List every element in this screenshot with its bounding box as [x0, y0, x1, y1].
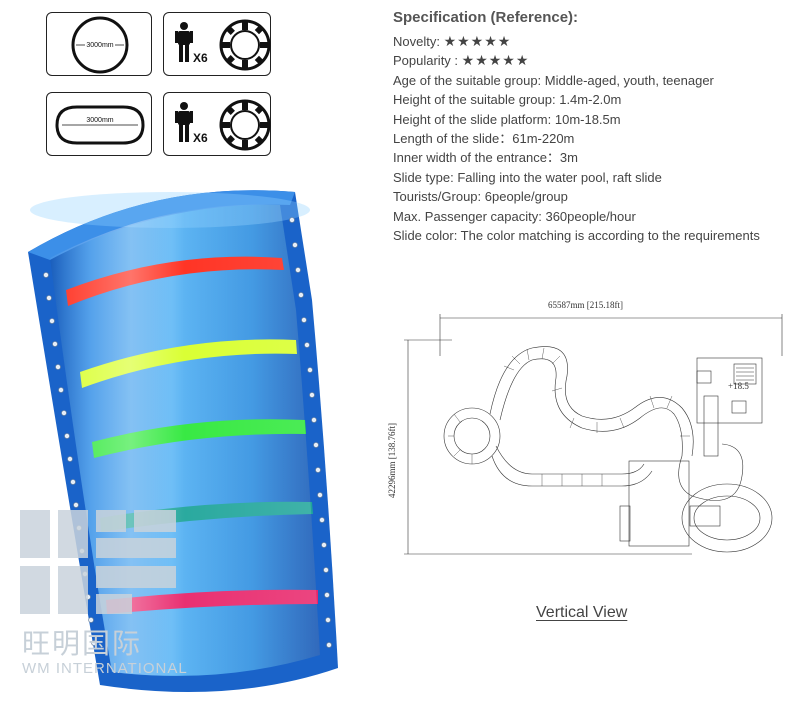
- round-ring-icon: 3000mm: [71, 16, 129, 74]
- spec-line: Popularity : ★★★★★: [393, 51, 798, 70]
- spec-line: Inner width of the entrance：3m: [393, 148, 798, 167]
- spec-line: Tourists/Group: 6people/group: [393, 187, 798, 206]
- spec-label: Popularity :: [393, 53, 462, 69]
- rating-stars: ★★★★★: [461, 52, 530, 69]
- spec-label: Tourists/Group: 6people/group: [393, 189, 568, 205]
- riders-oval-icon: X6: [163, 92, 271, 156]
- spec-label: Max. Passenger capacity: 360people/hour: [393, 208, 636, 224]
- person-icon: [175, 19, 271, 71]
- oval-raft-size-icon: 3000mm: [46, 92, 152, 156]
- spec-label: Novelty:: [393, 34, 444, 49]
- width-dimension: 65587mm [215.18ft]: [548, 300, 623, 310]
- spec-line: Slide color: The color matching is accor…: [393, 226, 798, 245]
- watermark-chinese: 旺明国际: [22, 627, 143, 660]
- spec-line: Novelty: ★★★★★: [393, 32, 798, 51]
- spec-line: Height of the suitable group: 1.4m-2.0m: [393, 90, 798, 109]
- spec-line: Age of the suitable group: Middle-aged, …: [393, 71, 798, 90]
- spec-label: Height of the slide platform: 10m-18.5m: [393, 111, 621, 127]
- ring-size-label: 3000mm: [86, 117, 113, 124]
- spec-list: Novelty: ★★★★★Popularity : ★★★★★Age of t…: [393, 32, 798, 245]
- watermark-english: WM INTERNATIONAL: [22, 660, 188, 677]
- person-icon: [175, 99, 271, 151]
- ring-size-label: 3000mm: [86, 42, 113, 49]
- height-dimension: 42296mm [138.76ft]: [387, 423, 397, 498]
- spec-label: Slide type: Falling into the water pool,…: [393, 169, 662, 185]
- vertical-view-caption: Vertical View: [536, 604, 628, 621]
- spec-label: Slide color: The color matching is accor…: [393, 228, 760, 244]
- specification-panel: Specification (Reference): Novelty: ★★★★…: [393, 9, 798, 245]
- spec-line: Length of the slide：61m-220m: [393, 129, 798, 148]
- spec-title: Specification (Reference):: [393, 9, 579, 26]
- spec-line: Height of the slide platform: 10m-18.5m: [393, 110, 798, 129]
- riders-round-icon: X6: [163, 12, 271, 76]
- plan-view-drawing: [404, 314, 783, 555]
- platform-height-label: +18.5: [728, 381, 749, 391]
- rider-count: X6: [193, 51, 208, 65]
- spec-label: Inner width of the entrance：3m: [393, 150, 578, 166]
- spec-line: Slide type: Falling into the water pool,…: [393, 168, 798, 187]
- spec-label: Height of the suitable group: 1.4m-2.0m: [393, 92, 622, 108]
- rider-count: X6: [193, 131, 208, 145]
- watermark-logo-icon: [20, 510, 176, 614]
- round-raft-icon: [219, 19, 271, 71]
- round-raft-icon: [219, 99, 271, 151]
- oval-ring-icon: 3000mm: [55, 105, 145, 145]
- round-raft-size-icon: 3000mm: [46, 12, 152, 76]
- spec-line: Max. Passenger capacity: 360people/hour: [393, 207, 798, 226]
- spec-label: Length of the slide：61m-220m: [393, 131, 575, 147]
- rating-stars: ★★★★★: [443, 33, 512, 49]
- spec-label: Age of the suitable group: Middle-aged, …: [393, 72, 714, 88]
